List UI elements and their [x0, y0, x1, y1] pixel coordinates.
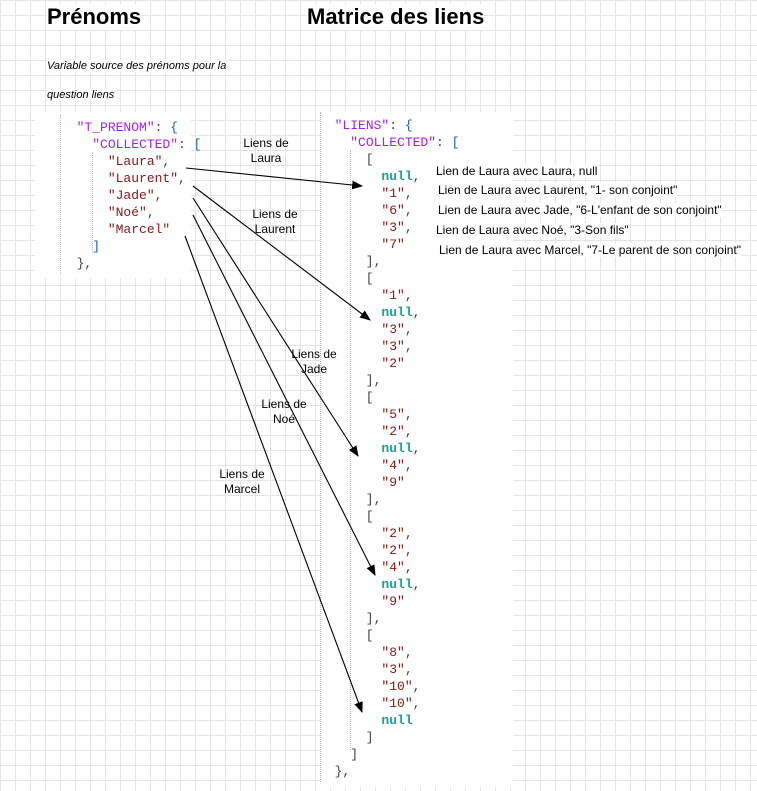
liens-value: "2" — [381, 356, 405, 371]
code-line: }, — [319, 764, 351, 779]
liens-value: "4", — [381, 458, 413, 473]
prenom-code-panel — [35, 112, 191, 278]
subtitle-line-2: question liens — [47, 89, 115, 101]
liens-value: "3", — [381, 662, 413, 677]
liens-value: "9" — [381, 594, 405, 609]
key-line: "LIENS": { — [334, 118, 413, 133]
prenom-value: "Laura", — [107, 154, 171, 169]
prenom-value: "Noé", — [107, 205, 155, 220]
code-line: ], — [319, 373, 382, 388]
liens-value: "3", — [381, 220, 413, 235]
prenom-value: "Jade", — [107, 188, 163, 203]
code-line: [ — [319, 152, 374, 167]
annotation: Lien de Laura avec Laurent, "1- son conj… — [438, 183, 678, 197]
code-line: ] — [319, 730, 374, 745]
code-line: }, — [61, 256, 93, 271]
link-arrow — [192, 185, 371, 321]
indent-guide — [60, 115, 61, 275]
annotation: Lien de Laura avec Laura, null — [436, 164, 598, 178]
liens-value: null, — [381, 305, 421, 320]
indent-guide — [320, 112, 321, 782]
liens-value: "2", — [381, 424, 413, 439]
code-line: ], — [319, 492, 382, 507]
code-line: ] — [92, 239, 101, 254]
annotation: Lien de Laura avec Jade, "6-L'enfant de … — [438, 203, 722, 217]
link-arrow — [192, 214, 376, 576]
code-line: [ — [319, 628, 374, 643]
prenom-json: "T_PRENOM": { "COLLECTED": [ "Laura", "L… — [61, 119, 202, 272]
liens-value: null, — [381, 577, 421, 592]
liens-value: "1", — [381, 288, 413, 303]
liens-value: null — [381, 713, 413, 728]
indent-guide — [92, 152, 93, 252]
prenom-value: "Marcel" — [107, 222, 171, 237]
key-line: "T_PRENOM": { — [76, 120, 179, 135]
liens-value: "4", — [381, 560, 413, 575]
liens-value: "8", — [381, 645, 413, 660]
code-line: ], — [319, 254, 382, 269]
liens-value: null, — [381, 169, 421, 184]
liens-value: "3", — [381, 322, 413, 337]
annotation: Lien de Laura avec Noé, "3-Son fils" — [436, 223, 629, 237]
key-line: "COLLECTED": [ — [350, 135, 460, 150]
code-line: [ — [319, 509, 374, 524]
link-arrow — [192, 197, 359, 457]
prenom-value: "Laurent", — [107, 171, 186, 186]
code-line: ] — [319, 747, 359, 762]
liens-value: "5", — [381, 407, 413, 422]
liens-value: "9" — [381, 475, 405, 490]
liens-value: null, — [381, 441, 421, 456]
code-line: [ — [319, 271, 374, 286]
liens-value: "1", — [381, 186, 413, 201]
liens-value: "2", — [381, 526, 413, 541]
link-arrow — [185, 167, 364, 190]
code-line: [ — [319, 390, 374, 405]
link-arrow — [184, 235, 363, 714]
liens-json: "LIENS": { "COLLECTED": [ [ null, "1", "… — [319, 117, 460, 780]
matrice-title: Matrice des liens — [307, 4, 485, 30]
code-line: ], — [319, 611, 382, 626]
subtitle-line-1: Variable source des prénoms pour la — [47, 60, 227, 72]
liens-value: "10", — [381, 696, 421, 711]
liens-value: "2", — [381, 543, 413, 558]
prenoms-title: Prénoms — [47, 4, 142, 30]
liens-value: "6", — [381, 203, 413, 218]
key-line: "COLLECTED": [ — [92, 137, 202, 152]
liens-value: "10", — [381, 679, 421, 694]
annotation: Lien de Laura avec Marcel, "7-Le parent … — [439, 243, 742, 257]
liens-value: "7" — [381, 237, 405, 252]
liens-value: "3", — [381, 339, 413, 354]
